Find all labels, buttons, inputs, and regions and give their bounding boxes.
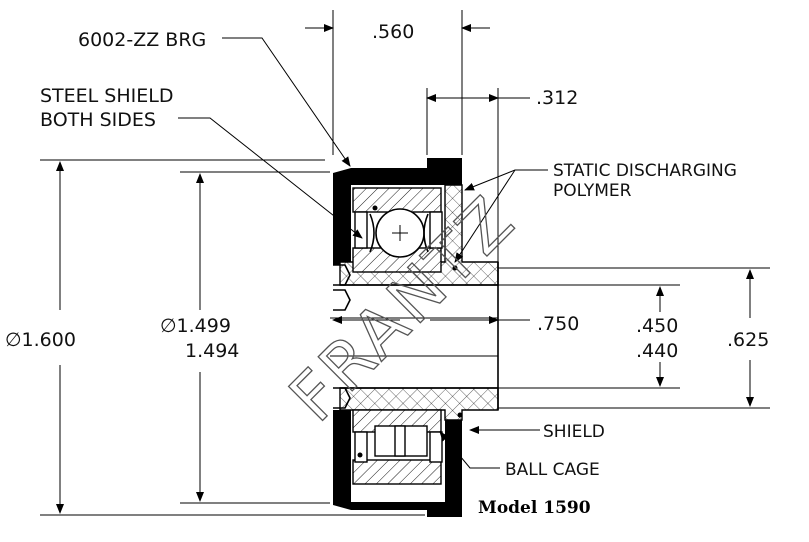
label-ball-cage: BALL CAGE <box>505 460 600 480</box>
dim-hub-len: .750 <box>537 313 579 335</box>
label-brg: 6002-ZZ BRG <box>78 29 206 51</box>
label-steel-shield-2: BOTH SIDES <box>40 109 156 131</box>
label-static-2: POLYMER <box>553 181 632 201</box>
extension-lines <box>40 10 770 516</box>
label-steel-shield-1: STEEL SHIELD <box>40 85 173 107</box>
dim-dia-groove-max: ∅1.499 <box>160 315 231 337</box>
model-label: Model 1590 <box>478 498 591 518</box>
bearing-bottom <box>352 265 463 485</box>
dimension-lines <box>56 24 754 514</box>
dim-dia-groove-min: 1.494 <box>185 340 239 362</box>
dim-bore-min: .440 <box>636 340 678 362</box>
hub-chamfers <box>333 264 351 409</box>
dim-width-total: .560 <box>372 21 414 43</box>
dim-hub-dia: .625 <box>727 329 769 351</box>
dim-dia-outer: ∅1.600 <box>5 329 76 351</box>
dim-bore-max: .450 <box>636 315 678 337</box>
leader-lines <box>178 37 548 469</box>
bearing-top <box>352 187 443 273</box>
label-static-1: STATIC DISCHARGING <box>553 161 737 181</box>
dim-width-hub: .312 <box>536 87 578 109</box>
label-shield: SHIELD <box>543 422 605 442</box>
